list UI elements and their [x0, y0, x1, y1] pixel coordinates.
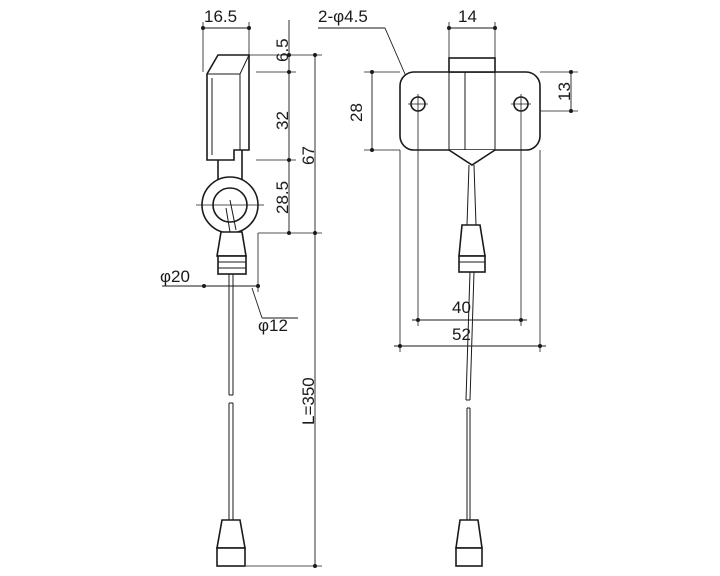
front-plate [399, 57, 541, 166]
side-pull-knob [216, 199, 247, 275]
dim-center-width-label: 14 [458, 7, 477, 26]
side-cord [228, 274, 234, 520]
front-pull-knob [458, 224, 486, 273]
front-view: 14 2-φ4.5 [318, 7, 578, 567]
side-body [206, 54, 250, 161]
side-vertical-dims: 6.5 32 67 28.5 L=350 [246, 20, 322, 568]
dim-center-width-group: 14 [447, 7, 497, 58]
dim-horizontal-group: 40 52 [394, 114, 546, 352]
dim-overall-label: 67 [299, 146, 318, 165]
side-ring [196, 150, 264, 234]
dim-height-group: 28 [347, 70, 400, 152]
dim-hole-dia-label: φ12 [258, 316, 288, 335]
dim-hole-pitch-label: 40 [452, 298, 471, 317]
dim-cord-length-label: L=350 [299, 377, 318, 425]
dim-ring-dia-label: φ20 [160, 267, 190, 286]
dim-height-label: 28 [347, 103, 366, 122]
dim-width-label: 16.5 [204, 7, 237, 26]
dim-holes-label: 2-φ4.5 [318, 7, 368, 26]
dim-overall-width-label: 52 [452, 325, 471, 344]
dim-body-label: 32 [273, 111, 292, 130]
side-view: 16.5 [160, 7, 322, 568]
front-cord [465, 164, 477, 520]
dim-top-label: 6.5 [273, 38, 292, 62]
side-diameter-dims: φ20 φ12 [160, 233, 298, 335]
dim-ring-label: 28.5 [273, 181, 292, 214]
dim-width-group: 16.5 [201, 7, 251, 72]
side-cord-end [216, 519, 246, 567]
dim-hole-offset-label: 13 [555, 82, 574, 101]
front-cord-end [455, 519, 483, 567]
dim-hole-offset-group: 13 [540, 70, 578, 113]
